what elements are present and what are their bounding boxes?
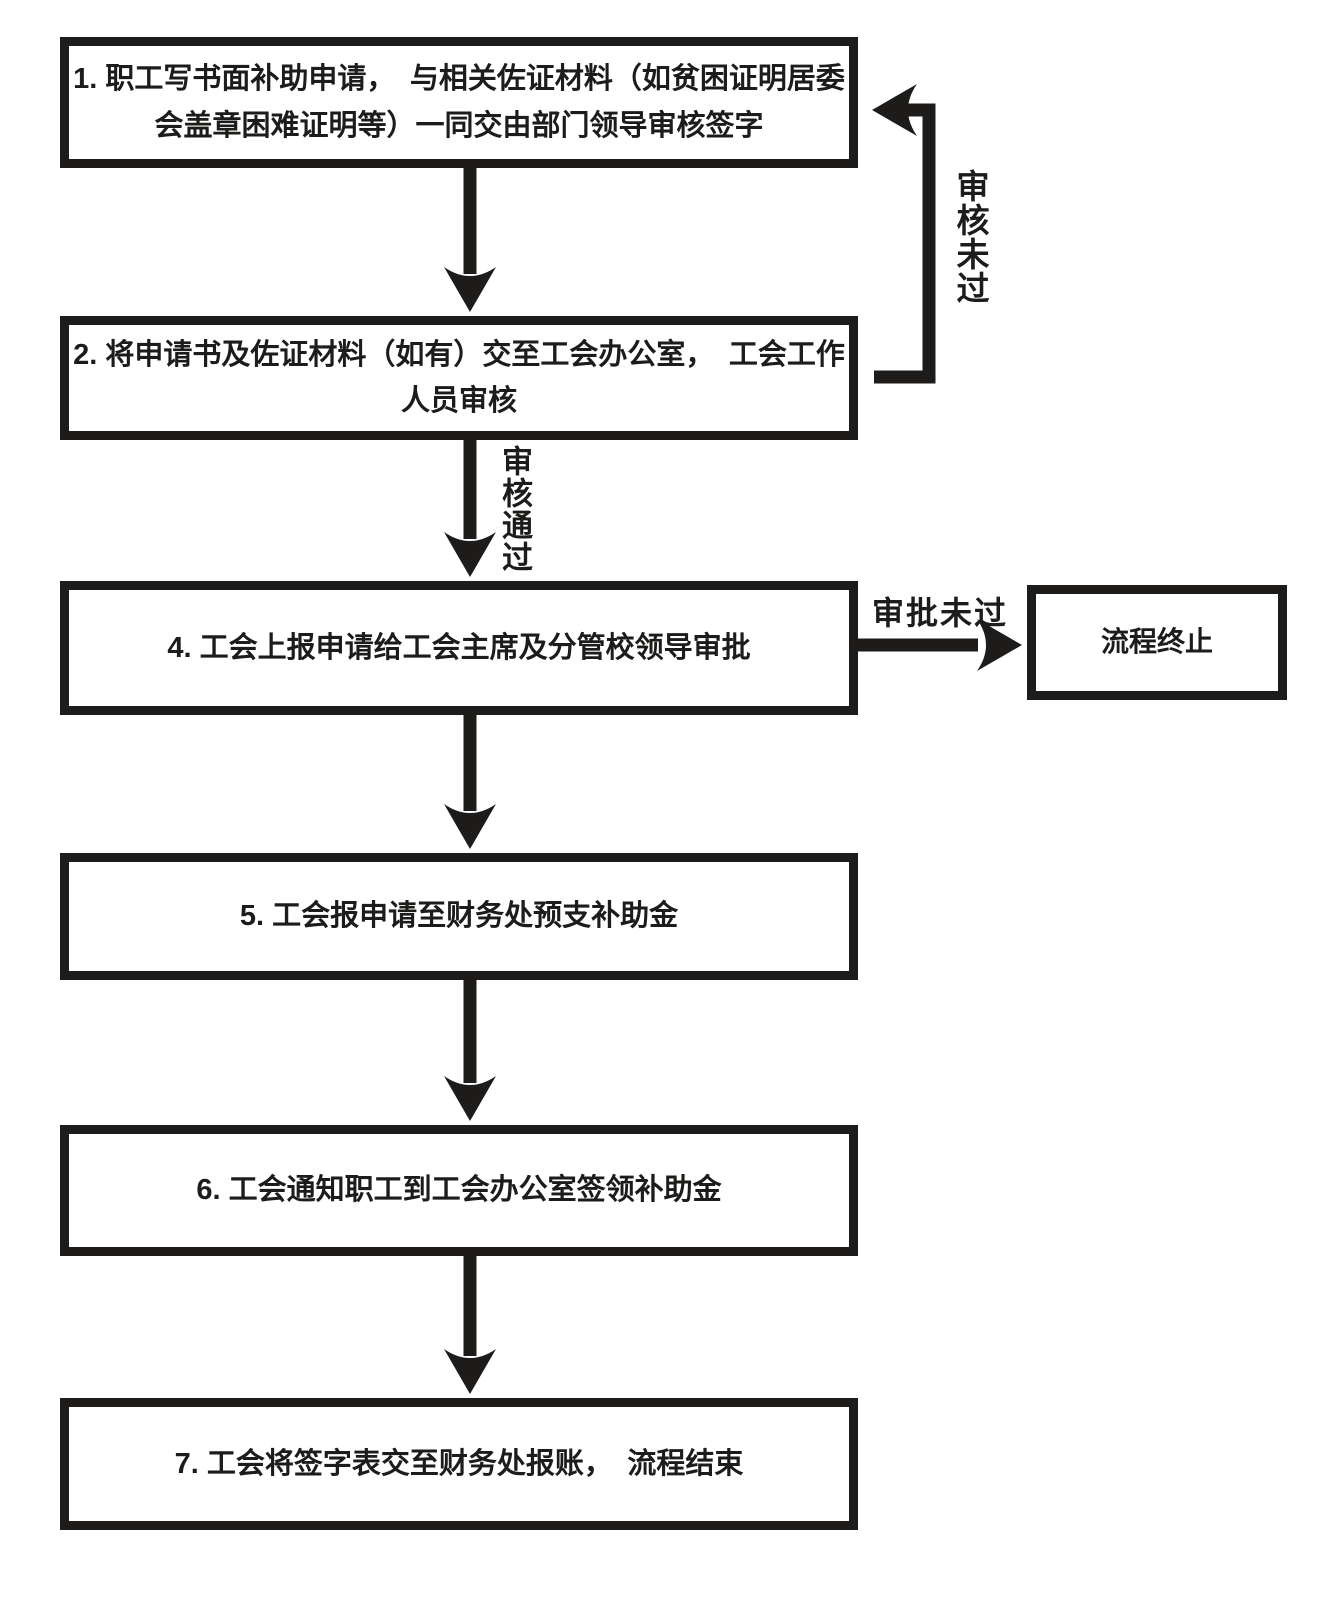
edge-label-review-failed: 审核未过 xyxy=(952,169,989,305)
step-7-label: 7. 工会将签字表交至财务处报账， 流程结束 xyxy=(174,1447,744,1480)
step-1-box: 1. 职工写书面补助申请， 与相关佐证材料（如贫困证明居委 会盖章困难证明等）一… xyxy=(60,37,858,168)
arrow-step4-to-terminate xyxy=(856,619,1022,671)
arrow-step4-to-step5 xyxy=(444,711,496,849)
arrow-step6-to-step7 xyxy=(444,1252,496,1394)
step-7-box: 7. 工会将签字表交至财务处报账， 流程结束 xyxy=(60,1398,858,1530)
step-4-label: 4. 工会上报申请给工会主席及分管校领导审批 xyxy=(167,631,751,664)
step-6-box: 6. 工会通知职工到工会办公室签领补助金 xyxy=(60,1125,858,1256)
step-5-label: 5. 工会报申请至财务处预支补助金 xyxy=(239,900,679,933)
arrow-step2-to-step4 xyxy=(444,436,496,577)
terminate-box: 流程终止 xyxy=(1027,585,1287,700)
edge-label-review-passed: 审核通过 xyxy=(497,445,532,573)
arrow-step1-to-step2 xyxy=(444,164,496,312)
step-1-label: 1. 职工写书面补助申请， 与相关佐证材料（如贫困证明居委 会盖章困难证明等）一… xyxy=(73,63,845,142)
arrow-step2-back-to-step1 xyxy=(872,84,936,384)
terminate-label: 流程终止 xyxy=(1100,626,1213,658)
arrow-step5-to-step6 xyxy=(444,976,496,1121)
step-2-box: 2. 将申请书及佐证材料（如有）交至工会办公室， 工会工作 人员审核 xyxy=(60,316,858,440)
edge-label-approval-failed: 审批未过 xyxy=(872,595,1009,631)
step-2-label: 2. 将申请书及佐证材料（如有）交至工会办公室， 工会工作 人员审核 xyxy=(73,338,845,417)
step-5-box: 5. 工会报申请至财务处预支补助金 xyxy=(60,853,858,980)
step-6-label: 6. 工会通知职工到工会办公室签领补助金 xyxy=(196,1174,722,1207)
step-4-box: 4. 工会上报申请给工会主席及分管校领导审批 xyxy=(60,581,858,715)
